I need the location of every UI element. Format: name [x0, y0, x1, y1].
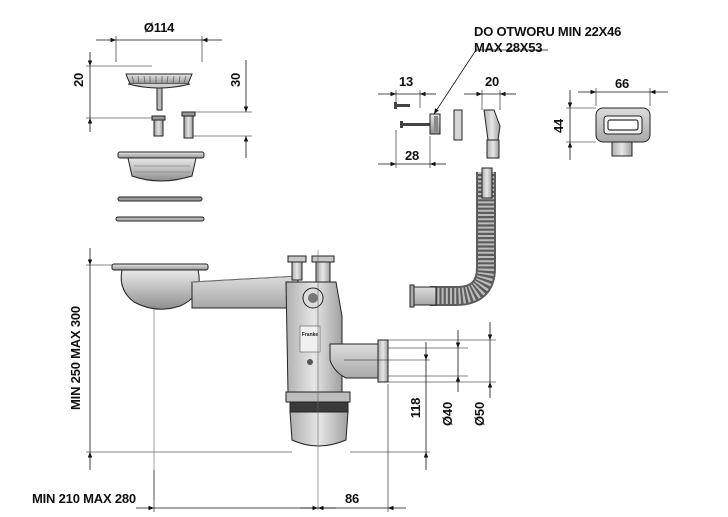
strainer-height-30-label: 30 [228, 73, 243, 87]
overflow-front-view [595, 107, 651, 157]
pipe-40-label: Ø40 [440, 402, 455, 426]
strainer-flange [117, 151, 205, 182]
sink-outlet-bowl [111, 263, 209, 500]
pipe-50-label: Ø50 [472, 402, 487, 426]
strainer-bolts [151, 111, 196, 139]
strainer-diameter-label: Ø114 [144, 20, 175, 35]
vertical-range-dimension: MIN 250 MAX 300 [68, 248, 292, 470]
siphon-brand-label: Franke [302, 332, 319, 338]
overflow-hole-note-line2: MAX 28X53 [474, 40, 542, 55]
overflow-hose [409, 167, 496, 308]
overflow-hole-note-line1: DO OTWORU MIN 22X46 [474, 24, 621, 39]
lower-washer [115, 216, 205, 222]
overflow-44-label: 44 [551, 118, 566, 133]
strainer-height-30-dimension: 30 [190, 60, 252, 158]
overflow-44-dimension: 44 [551, 90, 596, 160]
height-118-dimension: 118 [344, 342, 430, 470]
cap-20-dimension: 20 [464, 74, 516, 110]
horizontal-range-dimension: MIN 210 MAX 280 [32, 470, 336, 512]
pipe-40-dimension: Ø40 [388, 330, 468, 426]
mounting-screws [394, 102, 430, 128]
screw-28-dimension: 28 [378, 130, 446, 168]
cap-20-label: 20 [485, 74, 499, 89]
strainer-height-20-dimension: 20 [71, 52, 152, 132]
screw-13-dimension: 13 [378, 74, 436, 108]
connecting-pipe [191, 275, 299, 309]
offset-86-label: 86 [345, 491, 359, 506]
upper-washer [117, 196, 203, 202]
vertical-range-label: MIN 250 MAX 300 [68, 306, 83, 410]
height-118-label: 118 [408, 398, 423, 418]
overflow-clip [429, 113, 441, 135]
overflow-gasket [453, 109, 463, 141]
strainer-basket [125, 73, 193, 111]
screw-28-label: 28 [405, 148, 419, 163]
siphon-body: Franke [285, 255, 343, 393]
overflow-hole-note: DO OTWORU MIN 22X46 MAX 28X53 [433, 24, 621, 115]
strainer-height-20-label: 20 [71, 73, 86, 87]
overflow-66-label: 66 [615, 76, 629, 91]
outlet-elbow [329, 339, 389, 383]
offset-86-dimension: 86 [300, 384, 406, 512]
screw-13-label: 13 [399, 74, 413, 89]
overflow-66-dimension: 66 [578, 76, 668, 106]
pipe-50-dimension: Ø50 [388, 322, 496, 426]
horizontal-range-label: MIN 210 MAX 280 [32, 491, 136, 506]
strainer-diameter-dimension: Ø114 [96, 20, 222, 62]
overflow-connector-side [483, 109, 501, 159]
